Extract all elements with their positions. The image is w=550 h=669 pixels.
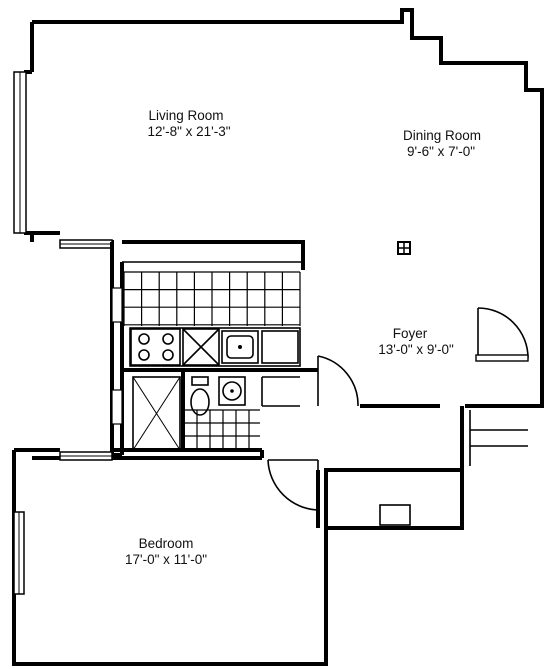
bedroom-door [267,459,319,511]
bedroom-dims: 17'-0" x 11'-0" [125,552,207,567]
foyer-closet [379,410,528,526]
closet-door [317,355,359,407]
foyer-name: Foyer [393,326,428,341]
kitchen-counter [129,327,301,367]
bedroom-name: Bedroom [139,536,194,551]
window-living [13,71,27,234]
dining-marker-icon [397,241,411,255]
living-room-dims: 12'-8" x 21'-3" [147,124,230,139]
living-room-name: Living Room [148,108,223,123]
exterior-walls [22,8,544,530]
bathroom [132,376,300,451]
window-living-bottom [59,239,113,249]
kitchen-tiles [123,271,301,326]
dining-room-name: Dining Room [403,128,481,143]
window-bedroom [13,451,113,595]
dining-room-dims: 9'-6" x 7'-0" [407,144,475,159]
foyer-dims: 13'-0" x 9'-0" [378,342,454,357]
window-kitchen [111,287,123,425]
entry-door [475,307,529,362]
